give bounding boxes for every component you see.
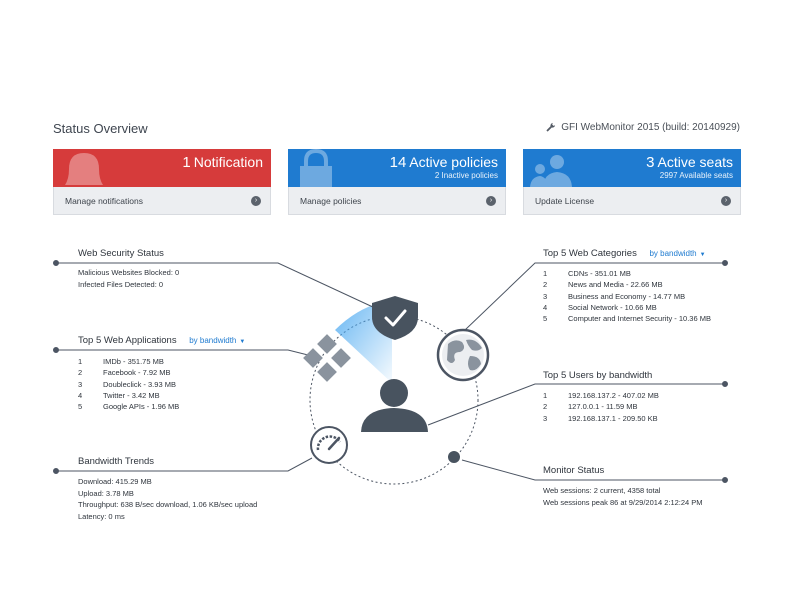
connector-monitor — [461, 459, 725, 481]
caret-down-icon: ▼ — [239, 339, 246, 345]
top-apps-title: Top 5 Web Applications by bandwidth▼ — [78, 335, 245, 346]
bell-icon — [65, 153, 103, 185]
globe-icon — [436, 328, 490, 382]
top-categories-title: Top 5 Web Categories by bandwidth▼ — [543, 248, 711, 259]
wrench-icon — [546, 122, 556, 132]
manage-policies-button[interactable]: Manage policies › — [288, 187, 506, 215]
chevron-right-icon: › — [721, 195, 731, 206]
user-icon — [361, 379, 428, 432]
page-title: Status Overview — [53, 121, 148, 136]
monitor-status-dot — [448, 451, 460, 463]
download-stat: Download: 415.29 MB — [78, 477, 152, 486]
bandwidth-title: Bandwidth Trends — [78, 456, 155, 467]
connector-categories — [464, 262, 725, 331]
lock-icon — [300, 149, 332, 187]
product-version: GFI WebMonitor 2015 (build: 20140929) — [545, 122, 740, 133]
seats-sub: 2997 Available seats — [659, 171, 733, 180]
connector-bandwidth — [56, 457, 313, 472]
policies-sub: 2 Inactive policies — [434, 171, 498, 180]
monitor-status-panel: Monitor Status Web sessions: 2 current, … — [543, 465, 703, 508]
update-license-button[interactable]: Update License › — [523, 187, 741, 215]
connector-web-security — [56, 262, 376, 309]
web-security-title: Web Security Status — [78, 248, 164, 259]
upload-stat: Upload: 3.78 MB — [78, 488, 134, 498]
malicious-blocked: Malicious Websites Blocked: 0 — [78, 268, 180, 277]
caret-down-icon: ▼ — [699, 252, 706, 258]
chevron-right-icon: › — [486, 195, 496, 206]
latency-stat: Latency: 0 ms — [78, 511, 125, 521]
product-version-text: GFI WebMonitor 2015 (build: 20140929) — [561, 122, 740, 133]
top-categories-title-text: Top 5 Web Categories — [543, 248, 637, 259]
applications-icon — [303, 334, 351, 382]
top-apps-title-text: Top 5 Web Applications — [78, 335, 177, 346]
chevron-right-icon: › — [251, 195, 261, 206]
throughput-stat: Throughput: 638 B/sec download, 1.06 KB/… — [78, 500, 258, 509]
connector-users — [427, 383, 725, 426]
update-license-label: Update License — [535, 195, 595, 206]
manage-policies-label: Manage policies — [300, 195, 362, 206]
monitor-status-title: Monitor Status — [543, 465, 605, 476]
manage-notifications-button[interactable]: Manage notifications › — [53, 187, 271, 215]
bandwidth-panel: Bandwidth Trends Download: 415.29 MB Upl… — [78, 456, 257, 522]
orbit-circle — [309, 315, 479, 485]
manage-notifications-label: Manage notifications — [65, 195, 143, 206]
shield-check-icon — [372, 296, 418, 340]
top-users-title: Top 5 Users by bandwidth — [543, 370, 653, 381]
speedometer-icon — [310, 426, 348, 464]
top-apps-sort-dropdown[interactable]: by bandwidth▼ — [189, 336, 246, 345]
users-icon — [530, 155, 572, 187]
web-sessions: Web sessions: 2 current, 4358 total — [543, 486, 661, 495]
connector-top-apps — [56, 349, 313, 357]
top-categories-sort-dropdown[interactable]: by bandwidth▼ — [649, 249, 706, 258]
web-security-panel: Web Security Status Malicious Websites B… — [78, 248, 179, 290]
web-sessions-peak: Web sessions peak 86 at 9/29/2014 2:12:2… — [543, 497, 703, 507]
infected-files: Infected Files Detected: 0 — [78, 279, 164, 289]
